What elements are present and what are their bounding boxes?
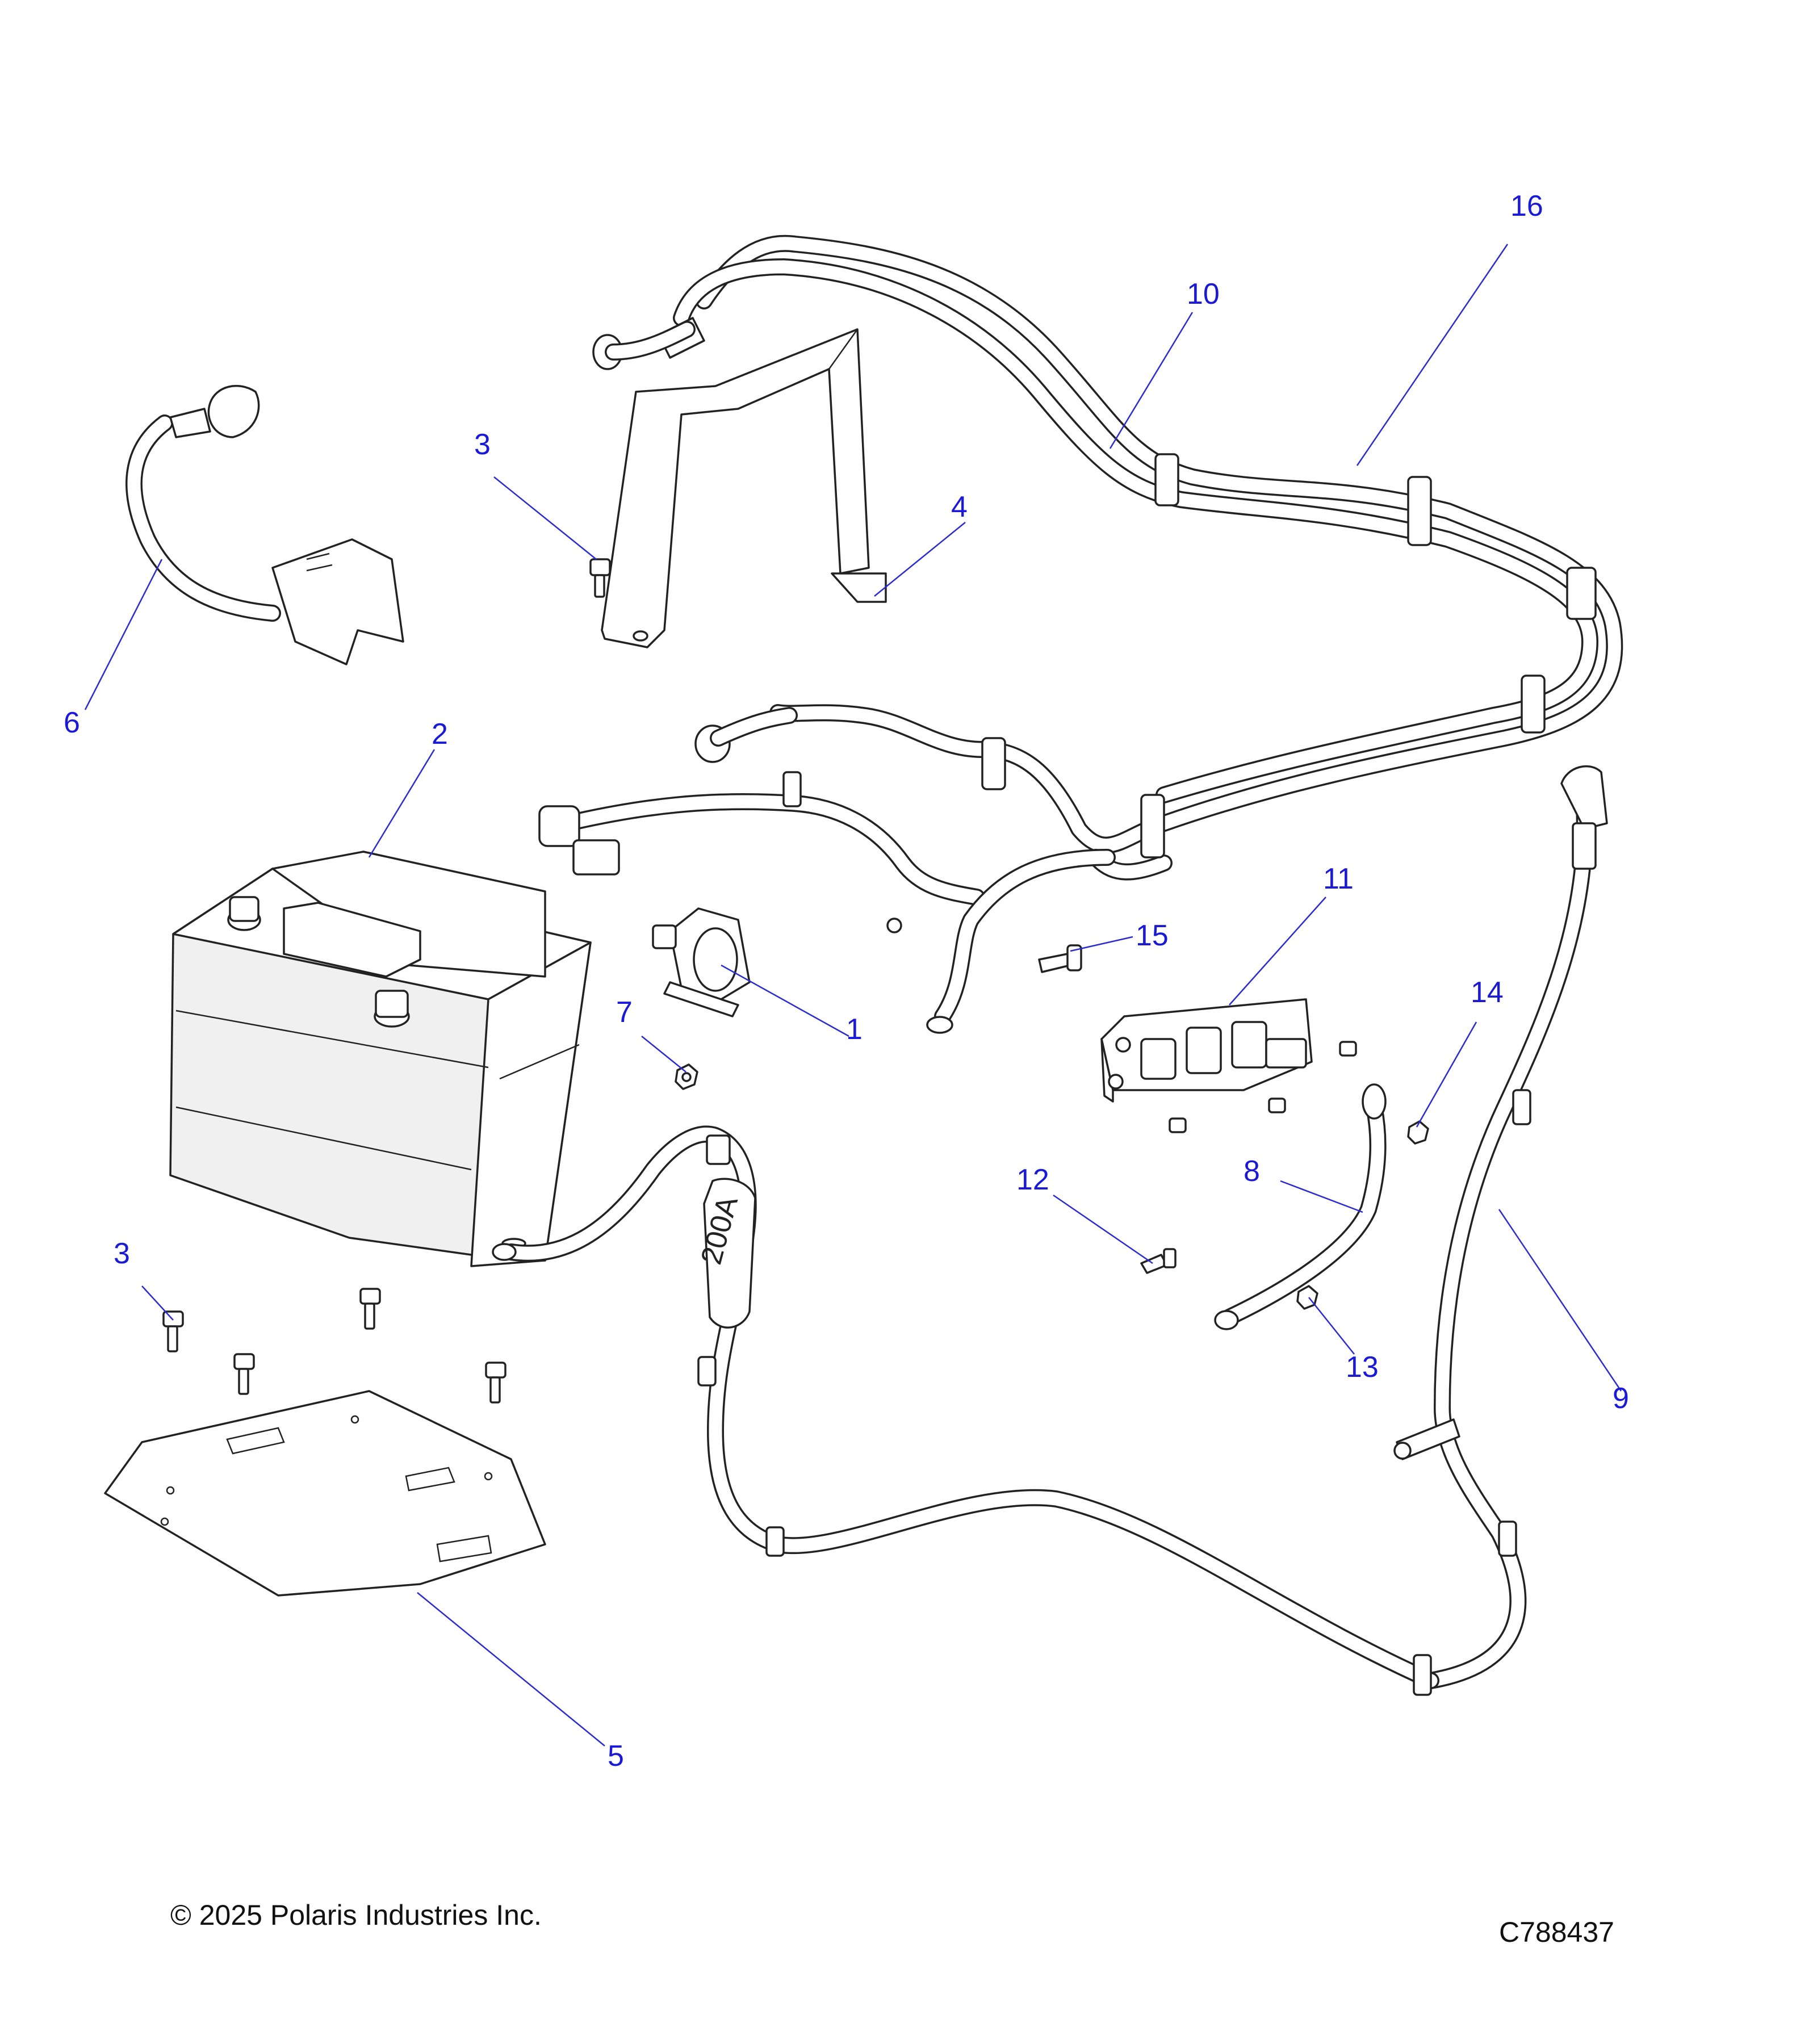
copyright-text: © 2025 Polaris Industries Inc.	[170, 1899, 542, 1931]
callout-14: 14	[1471, 976, 1504, 1009]
callout-9: 9	[1613, 1382, 1629, 1415]
harness-clamps	[1140, 453, 1597, 858]
cable-harness-16	[696, 234, 1623, 854]
callout-10: 10	[1187, 278, 1220, 311]
bolt-3-upper	[589, 558, 611, 598]
plate-5	[104, 1390, 546, 1597]
nut-7	[675, 1063, 698, 1090]
callout-8: 8	[1244, 1155, 1260, 1188]
bolts-3-lower	[162, 1288, 506, 1404]
callout-6: 6	[64, 706, 80, 739]
callout-12: 12	[1016, 1163, 1049, 1196]
callout-16: 16	[1510, 190, 1543, 223]
callout-4: 4	[951, 491, 968, 523]
callout-13: 13	[1346, 1351, 1379, 1384]
callouts: 1 2 3 3 4 5 6 7 8 9 10 11 12 13 14 15 16	[64, 190, 1629, 1773]
bolt-15	[1038, 944, 1082, 973]
callout-2: 2	[432, 718, 448, 751]
callout-5: 5	[608, 1740, 624, 1773]
battery-cable-6	[125, 384, 404, 665]
ground-cable-8	[1214, 1083, 1387, 1330]
callout-15: 15	[1136, 919, 1169, 952]
callout-3-lower: 3	[114, 1237, 130, 1270]
bolt-12	[1140, 1248, 1177, 1274]
callout-1: 1	[846, 1013, 863, 1046]
cable-9	[1393, 765, 1608, 1689]
callout-7: 7	[616, 996, 633, 1029]
callout-11: 11	[1323, 862, 1354, 895]
battery-2	[169, 851, 592, 1267]
callout-3-upper: 3	[474, 428, 491, 461]
bracket-4	[601, 328, 887, 648]
main-battery-cable: 200A	[492, 1125, 1439, 1696]
solenoid-1	[652, 907, 751, 1017]
module-bolts	[1169, 1041, 1357, 1133]
cable-10	[673, 258, 1598, 881]
module-11	[1100, 998, 1313, 1103]
harness-branch	[538, 737, 1116, 1034]
leader-lines	[84, 244, 1622, 1746]
harness-top-terminal	[592, 317, 798, 763]
figure-id: C788437	[1499, 1916, 1614, 1948]
